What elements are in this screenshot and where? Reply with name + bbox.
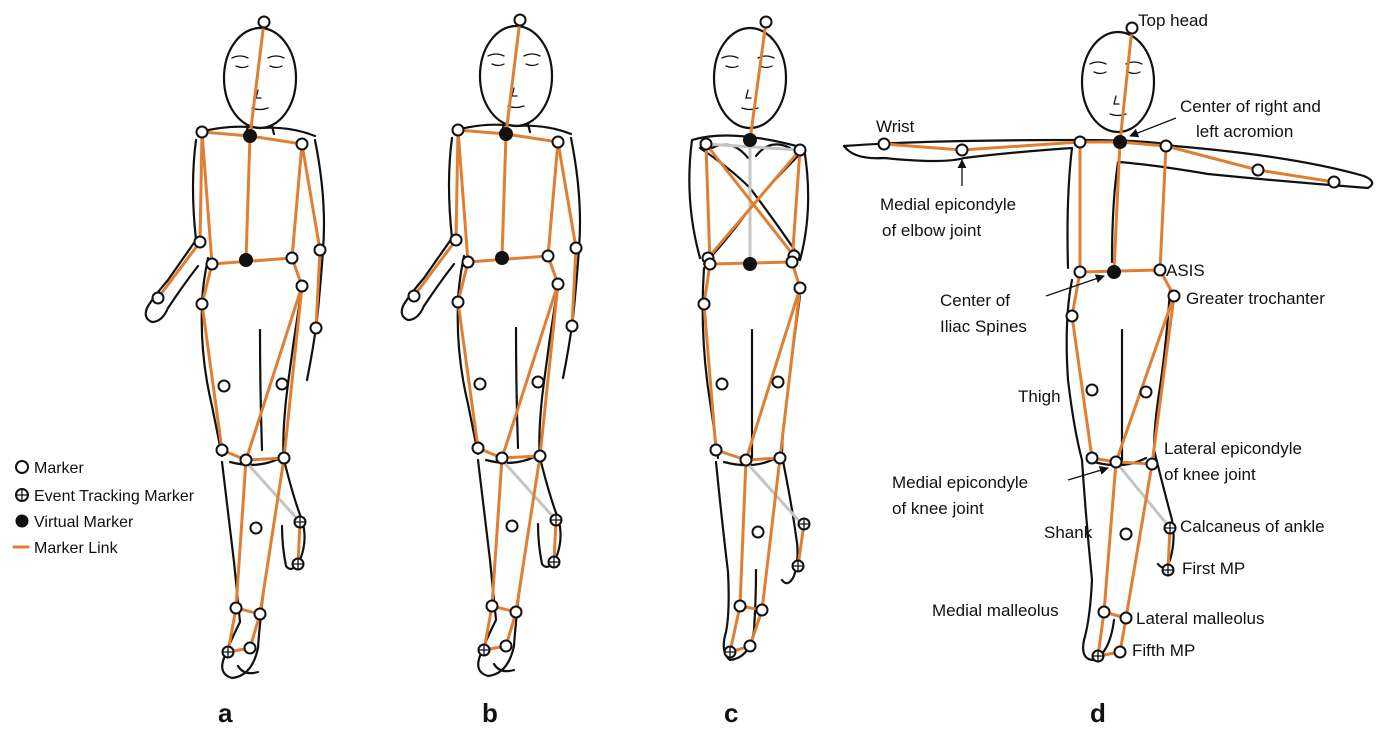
label-med-knee-line1: Medial epicondyle xyxy=(892,473,1028,492)
legend-marker-link: Marker Link xyxy=(34,540,119,557)
legend-event-marker: Event Tracking Marker xyxy=(34,488,195,505)
label-asis: ASIS xyxy=(1166,261,1205,280)
label-acromion-line1: Center of right and xyxy=(1180,97,1321,116)
legend-virtual-marker: Virtual Marker xyxy=(34,514,134,531)
label-lat-knee-line1: Lateral epicondyle xyxy=(1164,439,1302,458)
label-iliac-line1: Center of xyxy=(940,291,1010,310)
label-thigh: Thigh xyxy=(1018,387,1061,406)
legend-marker: Marker xyxy=(34,460,84,477)
label-calcaneus: Calcaneus of ankle xyxy=(1180,517,1325,536)
label-acromion-line2: left acromion xyxy=(1196,122,1293,141)
panel-letter-d: d xyxy=(1090,698,1106,728)
label-fifth-mp: Fifth MP xyxy=(1132,641,1195,660)
label-medial-malleolus: Medial malleolus xyxy=(932,601,1059,620)
label-wrist: Wrist xyxy=(876,117,915,136)
legend: Marker Event Tracking Marker Virtual Mar… xyxy=(14,460,195,557)
label-greater-trochanter: Greater trochanter xyxy=(1186,289,1325,308)
label-lateral-malleolus: Lateral malleolus xyxy=(1136,609,1265,628)
panel-letter-c: c xyxy=(724,698,738,728)
panel-letter-b: b xyxy=(482,698,498,728)
figure-panel-b xyxy=(402,15,582,677)
figure-panel-a xyxy=(146,17,326,679)
panel-letter-a: a xyxy=(218,698,233,728)
label-lat-knee-line2: of knee joint xyxy=(1164,465,1256,484)
label-med-knee-line2: of knee joint xyxy=(892,499,984,518)
figure-panel-d: Top head Center of right and left acromi… xyxy=(844,11,1372,662)
label-top-head: Top head xyxy=(1138,11,1208,30)
label-iliac-line2: Iliac Spines xyxy=(940,317,1027,336)
label-elbow-line1: Medial epicondyle xyxy=(880,195,1016,214)
figure-panel-c xyxy=(689,17,809,661)
label-first-mp: First MP xyxy=(1182,559,1245,578)
label-elbow-line2: of elbow joint xyxy=(882,221,982,240)
label-shank: Shank xyxy=(1044,523,1093,542)
